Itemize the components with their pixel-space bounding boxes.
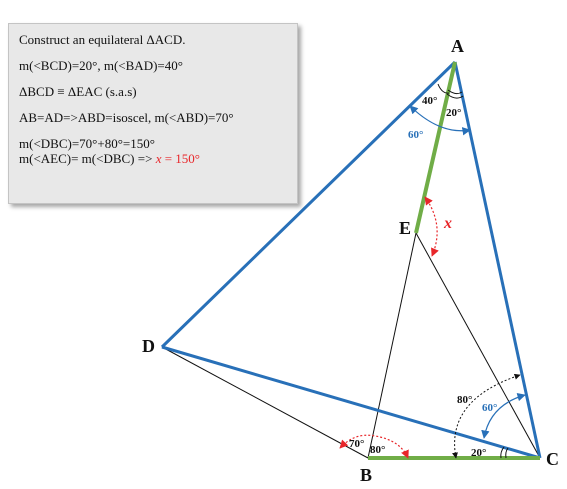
note-line-aec: m(<AEC)= m(<DBC) => x = 150° (19, 151, 287, 166)
angle-arc-A-40 (437, 83, 450, 94)
angle-arc-C-20-b (505, 447, 509, 459)
angle-arc-A-60 (409, 105, 471, 136)
angle-label-C-80: 80° (457, 394, 472, 406)
answer-variable: x (155, 151, 162, 166)
answer-text: x = 150° (156, 151, 200, 166)
angle-arc-A-20 (447, 89, 463, 95)
angle-label-A-60: 60° (408, 129, 423, 141)
angle-label-B-70: 70° (349, 438, 364, 450)
vertex-label-E: E (399, 218, 411, 238)
angle-label-C-20: 20° (471, 447, 486, 459)
note-line-congruence: ΔBCD ≡ ΔEAC (s.a.s) (19, 84, 137, 99)
note-line-given-angles: m(<BCD)=20°, m(<BAD)=40° (19, 58, 183, 73)
angle-label-E-x: x (443, 215, 452, 232)
angle-arc-B-150 (339, 434, 409, 459)
note-line-aec-text: m(<AEC)= m(<DBC) => (19, 151, 156, 166)
angle-arc-C-80 (452, 373, 521, 459)
angle-label-A-40: 40° (422, 95, 437, 107)
segment-DB (161, 346, 369, 459)
angle-label-B-80: 80° (370, 444, 385, 456)
solution-note-box: Construct an equilateral ΔACD. m(<BCD)=2… (8, 23, 298, 204)
angle-arc-C-20-a (500, 446, 505, 459)
segment-EC (415, 232, 541, 459)
note-line-construct: Construct an equilateral ΔACD. (19, 32, 186, 47)
segment-BE (367, 232, 417, 459)
angle-label-A-20: 20° (446, 107, 461, 119)
angle-arc-C-60 (481, 393, 526, 439)
segment-AE (414, 61, 457, 234)
vertex-label-C: C (546, 449, 559, 469)
segment-AD (160, 60, 457, 349)
vertex-label-D: D (142, 336, 155, 356)
answer-value: = 150° (161, 151, 200, 166)
vertex-label-A: A (451, 36, 464, 56)
angle-label-C-60: 60° (482, 402, 497, 414)
angle-arc-A-20-b (446, 93, 464, 99)
note-line-isosceles: AB=AD=>ABD=isoscel, m(<ABD)=70° (19, 110, 234, 125)
note-line-dbc: m(<DBC)=70°+80°=150° (19, 136, 155, 151)
angle-arc-E-x (424, 196, 439, 257)
vertex-label-B: B (360, 465, 372, 485)
